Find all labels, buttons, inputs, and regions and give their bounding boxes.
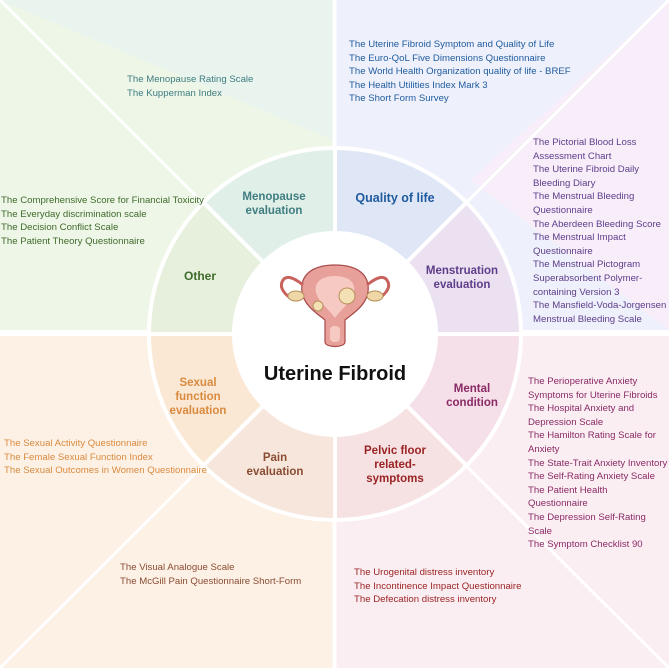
list-item: The State-Trait Anxiety Inventory xyxy=(528,457,668,469)
list-item: The Euro-QoL Five Dimensions Questionnai… xyxy=(349,52,546,64)
list-item: The Defecation distress inventory xyxy=(354,594,497,606)
list-mental-condition: The Perioperative Anxiety Symptoms for U… xyxy=(528,375,668,552)
list-item: The Menstrual Impact Questionnaire xyxy=(533,232,626,257)
list-item: The Mansfield-Voda-Jorgensen Menstrual B… xyxy=(533,300,667,325)
list-item: The Patient Health Questionnaire xyxy=(528,484,608,510)
list-item: The Depression Self-Rating Scale xyxy=(528,511,646,537)
list-item: The Uterine Fibroid Symptom and Quality … xyxy=(349,39,555,50)
list-item: The Hospital Anxiety and Depression Scal… xyxy=(528,403,635,428)
segment-label-pain: Pain evaluation xyxy=(246,452,304,478)
list-item: The Hamilton Rating Scale for Anxiety xyxy=(528,430,656,455)
list-item: The Self-Rating Anxiety Scale xyxy=(528,471,655,483)
list-quality-of-life: The Uterine Fibroid Symptom and Quality … xyxy=(349,38,589,106)
list-item: The Incontinence Impact Questionnaire xyxy=(354,580,522,592)
list-item: The World Health Organization quality of… xyxy=(349,66,571,78)
segment-label-quality-of-life: Quality of life xyxy=(355,191,435,205)
list-item: The Visual Analogue Scale xyxy=(120,562,235,573)
list-item: The Menstrual Pictogram Superabsorbent P… xyxy=(533,259,643,298)
list-menstruation: The Pictorial Blood Loss Assessment Char… xyxy=(533,136,667,326)
list-item: The Sexual Outcomes in Women Questionnai… xyxy=(4,465,207,477)
list-item: The McGill Pain Questionnaire Short-Form xyxy=(120,575,302,587)
list-item: The Decision Conflict Scale xyxy=(1,222,119,234)
list-other: The Comprehensive Score for Financial To… xyxy=(1,194,211,248)
list-item: The Pictorial Blood Loss Assessment Char… xyxy=(533,137,637,162)
list-item: The Sexual Activity Questionnaire xyxy=(4,438,148,449)
segment-label-pelvic-floor: Pelvic floor related-symptoms xyxy=(364,445,426,485)
list-item: The Menopause Rating Scale xyxy=(127,74,254,85)
segment-label-mental-condition: Mental condition xyxy=(446,383,498,409)
segment-label-other: Other xyxy=(183,269,216,283)
panel-menstruation-tint xyxy=(470,0,669,330)
list-item: The Uterine Fibroid Daily Bleeding Diary xyxy=(533,164,640,189)
list-item: The Health Utilities Index Mark 3 xyxy=(349,79,488,91)
segment-label-menstruation: Menstruation evaluation xyxy=(425,265,499,291)
list-item: The Female Sexual Function Index xyxy=(4,451,153,463)
list-item: The Comprehensive Score for Financial To… xyxy=(1,195,204,206)
segment-label-menopause: Menopause evaluation xyxy=(242,191,306,217)
ring-segment-menopause xyxy=(200,145,337,266)
list-item: The Everyday discrimination scale xyxy=(1,208,147,220)
list-item: The Urogenital distress inventory xyxy=(354,567,495,578)
list-item: The Short Form Survey xyxy=(349,93,449,105)
list-item: The Symptom Checklist 90 xyxy=(528,539,643,551)
list-item: The Patient Theory Questionnaire xyxy=(1,235,145,247)
panel-menopause-tint xyxy=(0,0,333,140)
list-item: The Perioperative Anxiety Symptoms for U… xyxy=(528,376,658,401)
center-title: Uterine Fibroid xyxy=(263,363,407,385)
list-item: The Aberdeen Bleeding Score xyxy=(533,218,662,230)
segment-label-sexual-function: Sexual function evaluation xyxy=(169,377,227,417)
list-item: The Menstrual Bleeding Questionnaire xyxy=(533,191,635,216)
list-item: The Kupperman Index xyxy=(127,87,222,99)
uterus-icon xyxy=(279,264,391,348)
category-ring xyxy=(146,145,524,523)
